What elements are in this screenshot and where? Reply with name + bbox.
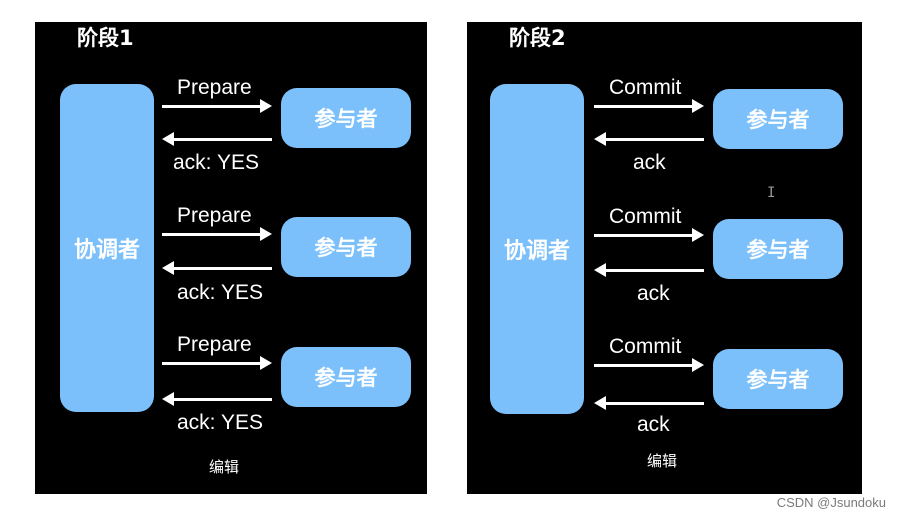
participant-label: 参与者 xyxy=(314,236,378,260)
coordinator-label: 协调者 xyxy=(73,238,140,263)
phase1-panel: 阶段1 协调者 Prepare 参与者 ack: YES Prepare 参与者… xyxy=(35,22,427,494)
coordinator-label: 协调者 xyxy=(503,239,570,264)
reply-arrow-icon xyxy=(162,392,272,406)
reply-arrow-icon xyxy=(162,261,272,275)
phase2-request-3: Commit xyxy=(609,335,682,358)
csdn-watermark: CSDN @Jsundoku xyxy=(776,495,886,510)
request-arrow-icon xyxy=(594,358,704,372)
phase2-request-2: Commit xyxy=(609,205,682,228)
phase1-request-1: Prepare xyxy=(177,76,252,99)
phase1-participant-1: 参与者 xyxy=(281,88,411,148)
phase1-reply-2: ack: YES xyxy=(177,281,263,304)
phase2-participant-1: 参与者 xyxy=(713,89,843,149)
phase2-coordinator: 协调者 xyxy=(490,84,584,414)
participant-label: 参与者 xyxy=(746,108,810,132)
text-cursor-icon: I xyxy=(767,185,776,201)
phase1-reply-1: ack: YES xyxy=(173,151,259,174)
phase2-reply-3: ack xyxy=(637,413,670,436)
phase2-request-1: Commit xyxy=(609,76,682,99)
reply-arrow-icon xyxy=(594,132,704,146)
phase2-reply-2: ack xyxy=(637,282,670,305)
request-arrow-icon xyxy=(162,99,272,113)
reply-arrow-icon xyxy=(162,132,272,146)
phase1-reply-3: ack: YES xyxy=(177,411,263,434)
phase2-panel: 阶段2 协调者 Commit 参与者 ack I Commit 参与者 ack … xyxy=(467,22,862,494)
participant-label: 参与者 xyxy=(314,107,378,131)
phase2-reply-1: ack xyxy=(633,151,666,174)
participant-label: 参与者 xyxy=(314,366,378,390)
reply-arrow-icon xyxy=(594,263,704,277)
participant-label: 参与者 xyxy=(746,368,810,392)
phase1-participant-3: 参与者 xyxy=(281,347,411,407)
reply-arrow-icon xyxy=(594,396,704,410)
phase1-request-2: Prepare xyxy=(177,204,252,227)
phase1-edit-label[interactable]: 编辑 xyxy=(209,458,240,476)
phase2-edit-label[interactable]: 编辑 xyxy=(647,452,678,470)
phase1-participant-2: 参与者 xyxy=(281,217,411,277)
request-arrow-icon xyxy=(594,228,704,242)
request-arrow-icon xyxy=(594,99,704,113)
participant-label: 参与者 xyxy=(746,238,810,262)
phase2-participant-2: 参与者 xyxy=(713,219,843,279)
phase1-request-3: Prepare xyxy=(177,333,252,356)
phase1-coordinator: 协调者 xyxy=(60,84,154,412)
phase1-title: 阶段1 xyxy=(77,26,134,50)
phase2-title: 阶段2 xyxy=(509,26,566,50)
phase2-participant-3: 参与者 xyxy=(713,349,843,409)
request-arrow-icon xyxy=(162,227,272,241)
request-arrow-icon xyxy=(162,356,272,370)
